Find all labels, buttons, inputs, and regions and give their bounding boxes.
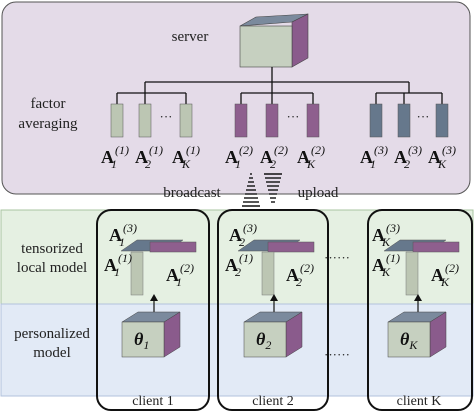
- client-1-label-a3: A(3)1: [109, 221, 137, 249]
- client-k-cube-front: [387, 321, 431, 358]
- server-cube-front: [239, 25, 293, 68]
- factor-bar-3-k: [435, 103, 449, 138]
- client-2-theta: θ2: [256, 329, 271, 352]
- client-1-factor2: [149, 241, 197, 253]
- client-2-label-a2: A(2)2: [286, 261, 314, 289]
- factor-label-1-1: A(1)1: [101, 143, 129, 171]
- factor-label-1-2: A(1)2: [135, 143, 163, 171]
- server-panel: [1, 1, 471, 195]
- factor-bar-1-1: [110, 103, 124, 138]
- server-cube: [239, 13, 309, 68]
- clients-ellipsis-bottom: ······: [324, 347, 350, 362]
- factor-averaging-label-line2: averaging: [18, 116, 78, 132]
- factor-label-1-k: A(1)K: [172, 143, 200, 171]
- client-k-factor1: [405, 251, 419, 296]
- factor-group-1: ··· A(1)1 A(1)2 A(1)K: [101, 103, 200, 171]
- broadcast-arrow: [242, 173, 260, 207]
- client-1-factor1: [130, 251, 144, 296]
- client-2-label-a1: A(1)2: [225, 251, 253, 279]
- clients-ellipsis-mid: ······: [324, 250, 350, 265]
- client-2-label: client 2: [252, 394, 294, 409]
- factor-bar-1-k: [179, 103, 193, 138]
- client-k-label-a1: A(1)K: [372, 251, 400, 279]
- factor-bar-2-k: [306, 103, 320, 138]
- client-2-arrowhead: [270, 294, 278, 301]
- client-2: A(3)2 A(2)2 A(1)2 θ2 client 2: [217, 209, 329, 411]
- client-k: A(3)K A(2)K A(1)K θK client K: [367, 209, 473, 411]
- client-1-cube-front: [121, 321, 165, 358]
- personalized-label-line2: model: [33, 345, 71, 361]
- factor-bar-2-2: [265, 103, 279, 138]
- factor-label-2-2: A(2)2: [260, 143, 288, 171]
- client-2-cube-front: [243, 321, 287, 358]
- factor-bar-2-1: [234, 103, 248, 138]
- client-k-label-a3: A(3)K: [372, 221, 400, 249]
- client-1-label-a1: A(1)1: [104, 251, 132, 279]
- factor-bar-3-1: [369, 103, 383, 138]
- averaging-tree: [116, 67, 443, 104]
- client-2-factor2: [267, 241, 315, 253]
- factor-ellipsis-3: ···: [417, 109, 430, 124]
- tensorized-label-line1: tensorized: [21, 241, 83, 257]
- tensorized-local-model-panel: [0, 209, 474, 305]
- tensorized-label-line2: local model: [17, 260, 87, 276]
- client-1-label: client 1: [132, 394, 174, 409]
- client-k-label-a2: A(2)K: [431, 261, 459, 289]
- client-1-arrowhead: [150, 294, 158, 301]
- factor-ellipsis-2: ···: [287, 109, 300, 124]
- client-k-arrowhead: [414, 294, 422, 301]
- upload-label: upload: [298, 185, 339, 201]
- upload-arrow: [264, 173, 282, 203]
- client-1-theta: θ1: [134, 329, 149, 352]
- factor-bar-3-2: [397, 103, 411, 138]
- factor-label-2-k: A(2)K: [297, 143, 325, 171]
- personalized-label-line1: personalized: [14, 326, 90, 342]
- factor-label-2-1: A(2)1: [225, 143, 253, 171]
- server-label: server: [172, 29, 209, 45]
- factor-label-3-1: A(3)1: [360, 143, 388, 171]
- broadcast-label: broadcast: [163, 185, 221, 201]
- client-2-frame: [217, 209, 329, 411]
- factor-label-3-2: A(3)2: [394, 143, 422, 171]
- factor-group-2: ··· A(2)1 A(2)2 A(2)K: [225, 103, 325, 171]
- factor-ellipsis-1: ···: [160, 109, 173, 124]
- factor-averaging-label-line1: factor: [31, 96, 66, 112]
- client-k-factor2: [412, 241, 460, 253]
- client-1-frame: [96, 209, 210, 411]
- client-2-label-a3: A(3)2: [229, 221, 257, 249]
- factor-label-3-k: A(3)K: [428, 143, 456, 171]
- client-1: A(3)1 A(2)1 A(1)1 θ1 client 1: [96, 209, 210, 411]
- server-cube-side: [291, 13, 309, 68]
- client-k-frame: [367, 209, 473, 411]
- factor-group-3: ··· A(3)1 A(3)2 A(3)K: [360, 103, 456, 171]
- client-1-label-a2: A(2)1: [166, 261, 194, 289]
- client-2-factor1: [261, 251, 275, 296]
- client-k-theta: θK: [400, 329, 418, 352]
- factor-bar-1-2: [138, 103, 152, 138]
- client-k-label: client K: [397, 394, 442, 409]
